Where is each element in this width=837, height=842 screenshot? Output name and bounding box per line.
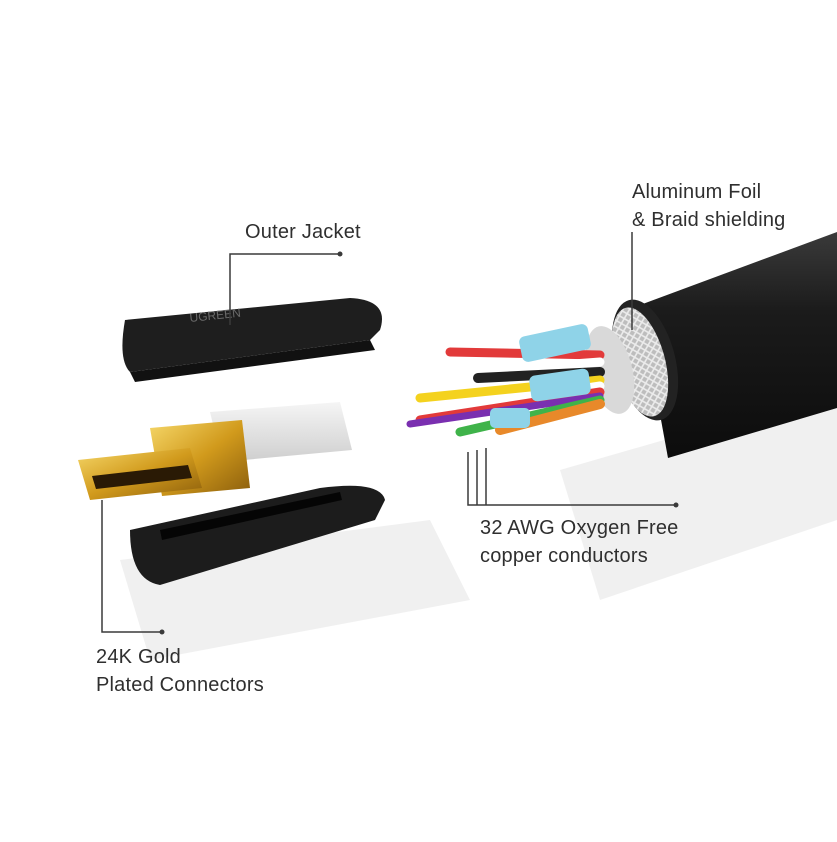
conductor-wires	[406, 324, 605, 437]
callout-lines	[101, 232, 676, 633]
callout-dots	[159, 251, 679, 635]
connector-shell	[150, 402, 352, 496]
gold-text-line2: Plated Connectors	[96, 674, 264, 696]
conductors-text-line1: 32 AWG Oxygen Free	[480, 517, 679, 539]
conductors-label: 32 AWG Oxygen Free copper conductors	[480, 514, 679, 570]
outer-jacket-label: Outer Jacket	[245, 218, 361, 246]
brand-mark: UGREEN	[189, 306, 242, 325]
gold-connectors-label: 24K Gold Plated Connectors	[96, 643, 264, 699]
outer-jacket-text: Outer Jacket	[245, 221, 361, 243]
gold-connector-tip	[78, 448, 202, 500]
shielding-text-line1: Aluminum Foil	[632, 181, 762, 203]
outer-jacket-top: UGREEN	[122, 298, 382, 382]
gold-text-line1: 24K Gold	[96, 646, 181, 668]
shielding-text-line2: & Braid shielding	[632, 209, 786, 231]
shielding-label: Aluminum Foil & Braid shielding	[632, 178, 786, 234]
conductors-text-line2: copper conductors	[480, 545, 648, 567]
outer-jacket-bottom	[130, 485, 385, 585]
cable-body	[585, 232, 837, 458]
